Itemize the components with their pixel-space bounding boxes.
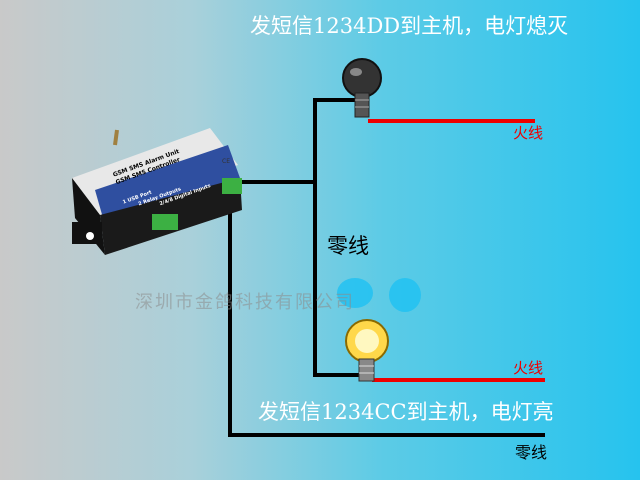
caption-lamp-off: 发短信1234DD到主机，电灯熄灭: [250, 14, 569, 38]
neutral-label-bottom: 零线: [515, 443, 548, 462]
caption-lamp-on: 发短信1234CC到主机，电灯亮: [258, 400, 554, 424]
neutral-wire-lower: [228, 192, 545, 437]
watermark: 深圳市金鸽科技有限公司: [135, 292, 355, 313]
blue-blobs: [337, 278, 421, 312]
black-wires: [228, 98, 545, 437]
bulb-off-icon: [342, 58, 382, 118]
terminal-block: [152, 214, 178, 230]
ce-mark: CE: [222, 158, 230, 165]
bulb-on-icon: [345, 319, 389, 382]
live-wire-label-bottom: 火线: [513, 359, 544, 377]
terminal-block: [222, 178, 242, 194]
neutral-label-mid: 零线: [327, 234, 369, 258]
gsm-controller-device: [72, 128, 242, 255]
neutral-bus: [313, 98, 360, 377]
live-wire-label-top: 火线: [513, 124, 544, 142]
